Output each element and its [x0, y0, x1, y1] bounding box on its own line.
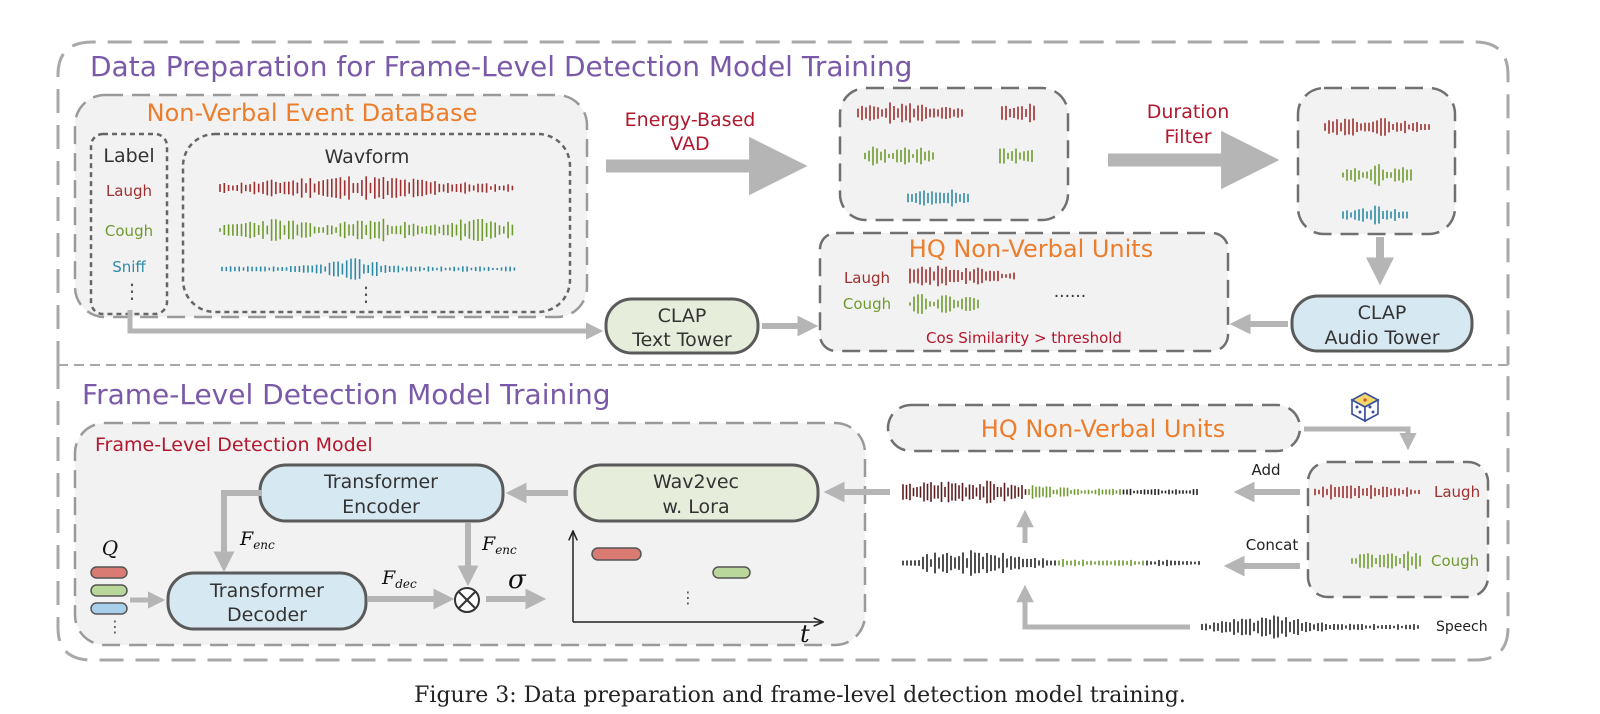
- labels-to-clap-text-arrow: [127, 310, 604, 340]
- wav2vec-lora: [573, 463, 820, 523]
- clap-audio-line1: CLAP: [1358, 302, 1407, 324]
- detected-event-ellipsis: ⋮: [680, 588, 696, 607]
- hq-units-bottom-title: HQ Non-Verbal Units: [981, 415, 1225, 443]
- database-title: Non-Verbal Event DataBase: [147, 99, 478, 127]
- filtered-cough: [1342, 164, 1412, 186]
- vad-label-line1: Energy-Based: [625, 109, 756, 131]
- vad-seg-laugh-2: [1001, 103, 1035, 123]
- dice-icon: [1350, 392, 1380, 423]
- filtered-segments-panel: [1296, 86, 1457, 236]
- vad-label-line2: VAD: [670, 133, 709, 155]
- vad-segments-panel: [838, 86, 1070, 222]
- sample-wave-cough: [1351, 551, 1421, 571]
- encoder-line2: Encoder: [342, 496, 420, 518]
- decoder-line1: Transformer: [209, 580, 324, 602]
- sampled-units-panel: [1306, 460, 1490, 599]
- clap-text-tower: [604, 297, 760, 355]
- hq-label-laugh: Laugh: [844, 269, 890, 287]
- waveforms-layer: [219, 102, 1430, 639]
- encoder-to-decoder-arrow: [213, 490, 262, 573]
- clap-text-line1: CLAP: [658, 305, 707, 327]
- hq-to-sample-arrow: [1304, 426, 1417, 451]
- label-laugh: Laugh: [106, 182, 152, 200]
- detected-event-laugh: [591, 547, 642, 561]
- vad-seg-laugh-1: [857, 102, 963, 124]
- figure-caption: Figure 3: Data preparation and frame-lev…: [414, 683, 1186, 708]
- speech-waveform: [1201, 615, 1419, 639]
- clap-text-line2: Text Tower: [631, 329, 732, 351]
- detected-event-cough: [712, 566, 751, 579]
- decoder-line2: Decoder: [227, 604, 307, 626]
- speech-label: Speech: [1436, 619, 1488, 635]
- query-ellipsis: ⋮: [107, 617, 123, 636]
- hq-units-title: HQ Non-Verbal Units: [909, 235, 1153, 263]
- label-ellipsis: ⋮: [122, 279, 142, 303]
- query-token-2: [90, 584, 128, 597]
- detection-model-title: Frame-Level Detection Model: [95, 434, 373, 456]
- sample-label-cough: Cough: [1431, 552, 1479, 570]
- concat-label: Concat: [1246, 536, 1299, 554]
- sample-label-laugh: Laugh: [1434, 483, 1480, 501]
- wav2vec-line1: Wav2vec: [653, 471, 739, 493]
- speech-to-mix-arrow: [1016, 584, 1190, 630]
- waveform-column: [181, 132, 572, 314]
- waveform-ellipsis: ⋮: [356, 282, 376, 306]
- sigma-label: σ: [508, 565, 527, 595]
- db-waveform-cough: [219, 218, 514, 242]
- pipeline-diagram: Data Preparation for Frame-Level Detecti…: [56, 40, 1510, 662]
- db-waveform-laugh: [219, 176, 514, 200]
- hq-wave-cough: [909, 294, 979, 314]
- clap-audio-tower: [1290, 294, 1474, 353]
- wav2vec-line2: w. Lora: [662, 496, 729, 518]
- transformer-decoder: [166, 571, 368, 631]
- label-cough: Cough: [105, 222, 153, 240]
- bottom-section-title: Frame-Level Detection Model Training: [82, 378, 611, 411]
- hq-more: ......: [1054, 282, 1086, 302]
- product-operator-cross-b: [458, 591, 476, 609]
- filtered-laugh: [1324, 118, 1430, 136]
- f-enc-label-left: Fenc: [239, 528, 275, 552]
- vad-seg-cough-1: [864, 146, 934, 166]
- top-section-title: Data Preparation for Frame-Level Detecti…: [90, 50, 912, 83]
- waveform-header: Wavform: [325, 146, 410, 168]
- db-waveform-sniff: [221, 258, 516, 280]
- database-panel: [73, 93, 589, 319]
- sample-wave-laugh: [1314, 484, 1420, 500]
- concat-waveform: [902, 550, 1200, 576]
- bottom-section-border: [56, 365, 1510, 662]
- vad-seg-cough-2: [999, 148, 1033, 164]
- added-waveform: [902, 480, 1198, 504]
- filtered-sniff: [1342, 205, 1408, 225]
- vad-seg-sniff: [907, 189, 969, 207]
- query-token-3: [90, 602, 128, 615]
- query-token-1: [90, 566, 128, 579]
- hq-units-bottom-panel: [886, 403, 1302, 453]
- encoder-line1: Transformer: [323, 471, 438, 493]
- clap-audio-line2: Audio Tower: [1324, 327, 1439, 349]
- duration-label-line2: Filter: [1164, 126, 1211, 148]
- hq-wave-laugh: [909, 265, 1015, 287]
- label-sniff: Sniff: [112, 258, 146, 276]
- duration-label-line1: Duration: [1147, 101, 1230, 123]
- hq-units-panel: [818, 231, 1230, 353]
- q-label: Q: [102, 536, 118, 560]
- label-header: Label: [103, 145, 154, 167]
- f-dec-label: Fdec: [381, 567, 417, 591]
- f-enc-label-right: Fenc: [481, 533, 517, 557]
- hq-condition: Cos Similarity > threshold: [926, 329, 1122, 347]
- t-axis-label: t: [800, 620, 810, 648]
- add-label: Add: [1251, 461, 1280, 479]
- hq-label-cough: Cough: [843, 295, 891, 313]
- top-section-border: [56, 40, 1510, 365]
